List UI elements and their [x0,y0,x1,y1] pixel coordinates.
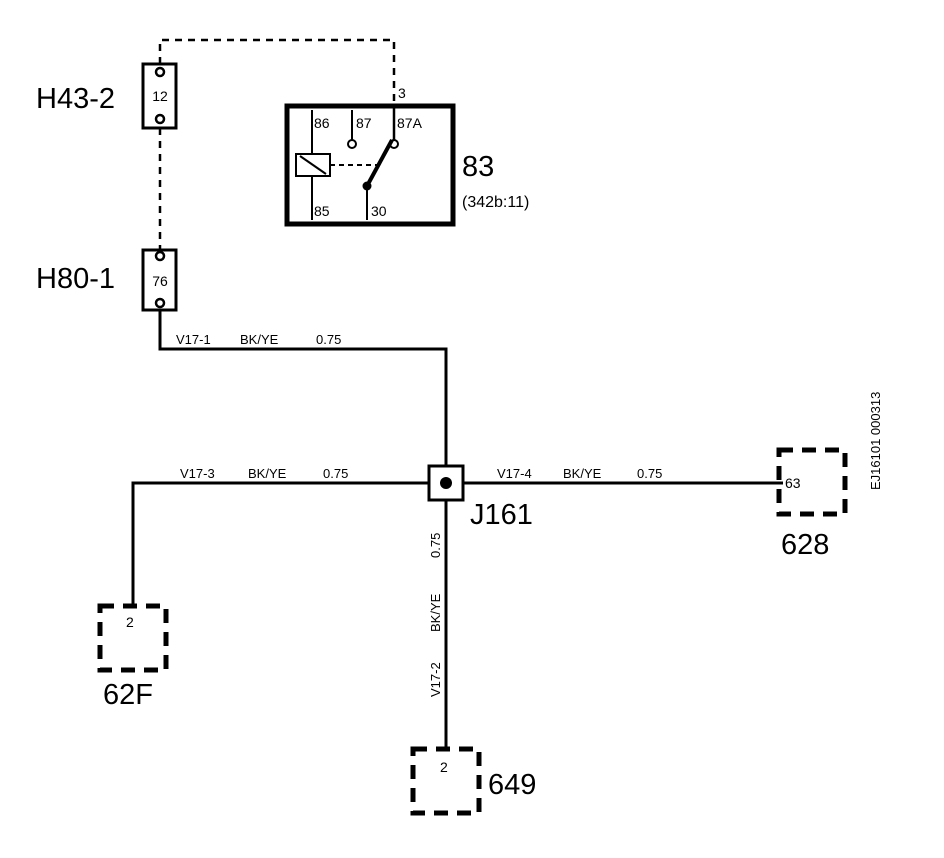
connector-h43-2: 12 H43-2 [36,62,178,130]
relay-contact-87-icon [347,110,357,149]
wire-v17-4-id: V17-4 [497,466,532,481]
wire-v17-3-size: 0.75 [323,466,348,481]
wire-v17-3-color: BK/YE [248,466,287,481]
wire-v17-3-labels: V17-3 BK/YE 0.75 [180,466,348,481]
relay-coil-icon [295,110,331,220]
junction-node-icon [440,477,452,489]
relay-pin-3: 3 [398,85,406,101]
wire-v17-1 [158,310,448,470]
connector-628: 63 628 [776,447,848,561]
wire-v17-2-labels: 0.75 BK/YE V17-2 [428,533,443,697]
junction-j161-label: J161 [470,499,533,531]
dashed-link-h43-relay [158,38,396,106]
connector-649-body [410,746,482,816]
connector-62f-body [97,603,169,673]
wire-v17-4-labels: V17-4 BK/YE 0.75 [497,466,662,481]
connector-62f-pin: 2 [126,614,134,630]
connector-649-label: 649 [488,769,536,801]
wire-v17-1-color: BK/YE [240,332,279,347]
wire-v17-4-size: 0.75 [637,466,662,481]
pin-socket-icon [154,250,166,262]
relay-switch-icon [362,108,399,220]
wire-v17-2-id: V17-2 [428,662,443,697]
pin-socket-icon [154,66,166,78]
pin-socket-icon [154,297,166,309]
wire-v17-3-id: V17-3 [180,466,215,481]
relay-terminal-87: 87 [356,115,372,131]
connector-h80-1: 76 H80-1 [36,248,178,312]
wire-v17-1-size: 0.75 [316,332,341,347]
connector-649: 2 649 [410,746,536,816]
connector-h80-1-pin: 76 [152,273,168,289]
wire-v17-1-labels: V17-1 BK/YE 0.75 [176,332,341,347]
wire-v17-3 [131,481,429,606]
connector-628-pin: 63 [785,475,801,491]
relay-terminal-86: 86 [314,115,330,131]
connector-62f-label: 62F [103,679,153,711]
connector-649-pin: 2 [440,759,448,775]
connector-h43-2-label: H43-2 [36,83,115,115]
connector-628-label: 628 [781,529,829,561]
wire-v17-2-size: 0.75 [428,533,443,558]
wire-v17-2-color: BK/YE [428,593,443,632]
connector-h80-1-label: H80-1 [36,263,115,295]
pin-socket-icon [154,113,166,125]
connector-628-body [776,447,848,517]
wire-v17-1-id: V17-1 [176,332,211,347]
relay-terminal-85: 85 [314,203,330,219]
relay-83: 3 86 87 87A 85 30 83 (342b:11) [284,85,529,227]
relay-83-reference: (342b:11) [462,194,529,211]
connector-62f: 2 62F [97,603,169,711]
relay-terminal-30: 30 [371,203,387,219]
junction-j161: J161 [427,464,533,531]
relay-terminal-87a: 87A [397,115,423,131]
connector-h43-2-pin: 12 [152,88,168,104]
document-id: EJ16101 000313 [868,392,883,490]
wire-v17-4-color: BK/YE [563,466,602,481]
relay-83-label: 83 [462,151,494,183]
